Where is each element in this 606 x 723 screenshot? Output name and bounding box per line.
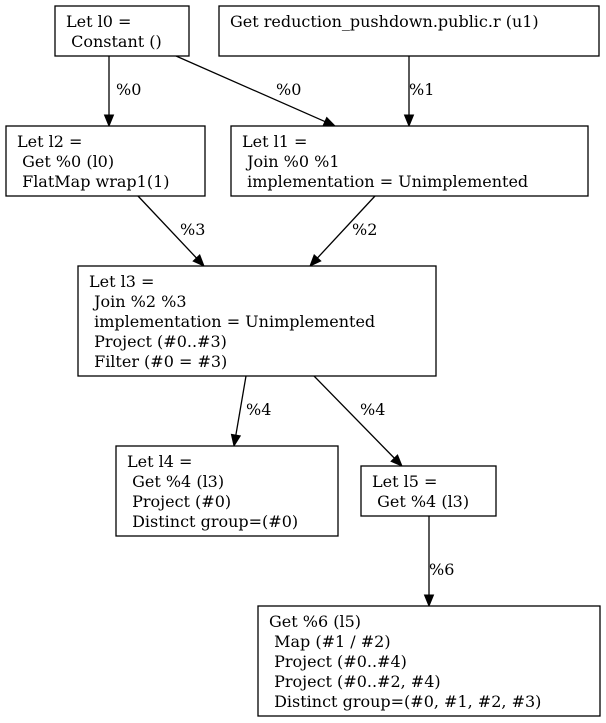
node-text-line: Filter (#0 = #3) xyxy=(89,352,227,371)
edge-label: %4 xyxy=(360,400,385,419)
edge-label: %0 xyxy=(116,80,141,99)
node-text-line: Distinct group=(#0, #1, #2, #3) xyxy=(269,692,541,711)
edge-label: %4 xyxy=(246,400,271,419)
node-text-line: Get %0 (l0) xyxy=(17,152,114,171)
node-text-line: Join %0 %1 xyxy=(242,152,340,171)
edge-l3-to-l4: %4 xyxy=(230,375,271,448)
node-text-line: Project (#0..#4) xyxy=(269,652,407,671)
node-text-line: implementation = Unimplemented xyxy=(242,172,528,191)
node-text-line: Project (#0) xyxy=(127,492,231,511)
edge-line xyxy=(235,375,247,436)
edge-line xyxy=(137,195,197,259)
arrowhead-icon xyxy=(103,114,115,128)
node-get_r: Get reduction_pushdown.public.r (u1) xyxy=(218,5,600,57)
node-text-line: Project (#0..#2, #4) xyxy=(269,672,441,691)
edge-line xyxy=(317,195,376,259)
node-text-line: implementation = Unimplemented xyxy=(89,312,375,331)
node-box xyxy=(54,5,190,57)
node-text-line: Let l1 = xyxy=(242,132,307,151)
edge-l1-to-l3: %2 xyxy=(309,195,377,267)
node-l2: Let l2 = Get %0 (l0) FlatMap wrap1(1) xyxy=(5,125,206,197)
arrowhead-icon xyxy=(390,454,403,467)
arrowhead-icon xyxy=(403,114,415,128)
edge-l0-to-l1: %0 xyxy=(175,55,337,127)
edge-line xyxy=(175,55,326,123)
node-final: Get %6 (l5) Map (#1 / #2) Project (#0..#… xyxy=(257,605,601,717)
node-text-line: Let l2 = xyxy=(17,132,82,151)
edge-label: %2 xyxy=(352,220,377,239)
node-text-line: Map (#1 / #2) xyxy=(269,632,391,651)
node-text-line: Let l4 = xyxy=(127,452,192,471)
node-box xyxy=(5,125,206,197)
arrowhead-icon xyxy=(309,254,322,267)
edge-l5-to-final: %6 xyxy=(423,516,454,608)
node-text-line: FlatMap wrap1(1) xyxy=(17,172,170,191)
node-l0: Let l0 = Constant () xyxy=(54,5,190,57)
edge-l0-to-l2: %0 xyxy=(103,56,141,128)
node-text-line: Let l5 = xyxy=(372,472,437,491)
edge-label: %3 xyxy=(180,220,205,239)
edge-label: %0 xyxy=(276,80,301,99)
node-box xyxy=(218,5,600,57)
edge-get_r-to-l1: %1 xyxy=(403,56,434,128)
arrowhead-icon xyxy=(192,254,205,267)
node-text-line: Get %4 (l3) xyxy=(127,472,224,491)
node-text-line: Distinct group=(#0) xyxy=(127,512,298,531)
edge-l2-to-l3: %3 xyxy=(137,195,205,267)
node-l3: Let l3 = Join %2 %3 implementation = Uni… xyxy=(77,265,437,377)
node-l4: Let l4 = Get %4 (l3) Project (#0) Distin… xyxy=(115,445,339,537)
node-text-line: Get %6 (l5) xyxy=(269,612,361,631)
node-text-line: Get reduction_pushdown.public.r (u1) xyxy=(230,12,539,31)
node-box xyxy=(77,265,437,377)
node-box xyxy=(230,125,589,197)
node-text-line: Constant () xyxy=(66,32,162,51)
edge-line xyxy=(313,375,395,459)
arrowhead-icon xyxy=(322,116,337,127)
node-text-line: Join %2 %3 xyxy=(89,292,187,311)
node-box xyxy=(257,605,601,717)
node-text-line: Let l3 = xyxy=(89,272,154,291)
node-text-line: Project (#0..#3) xyxy=(89,332,227,351)
node-text-line: Let l0 = xyxy=(66,12,131,31)
node-l5: Let l5 = Get %4 (l3) xyxy=(360,465,497,517)
node-box xyxy=(360,465,497,517)
arrowhead-icon xyxy=(230,433,242,448)
edge-l3-to-l5: %4 xyxy=(313,375,403,467)
edge-label: %6 xyxy=(429,560,454,579)
node-l1: Let l1 = Join %0 %1 implementation = Uni… xyxy=(230,125,589,197)
node-box xyxy=(115,445,339,537)
node-text-line: Get %4 (l3) xyxy=(372,492,469,511)
edge-label: %1 xyxy=(409,80,434,99)
arrowhead-icon xyxy=(423,594,435,608)
